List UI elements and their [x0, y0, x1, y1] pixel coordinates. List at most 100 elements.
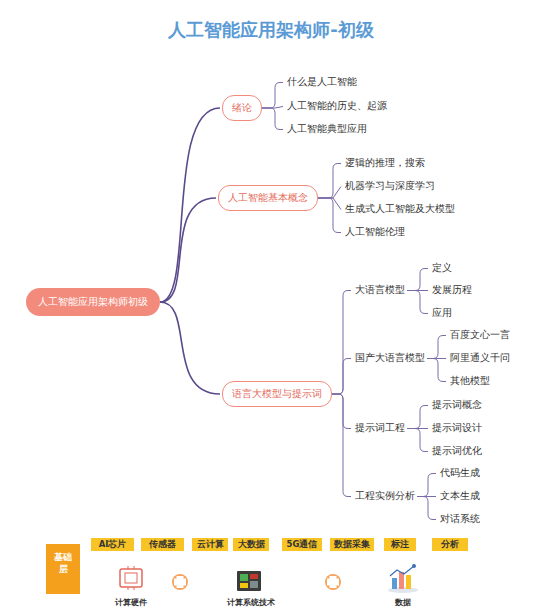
leaf-node: 人工智能伦理 [343, 225, 407, 240]
node-text: 阿里通义千问 [450, 352, 510, 365]
diagram-title: 人工智能应用架构师-初级 [0, 18, 542, 42]
layer-tag: 5G通信 [282, 538, 322, 551]
node-text: 定义 [432, 262, 452, 275]
branch-connector [427, 359, 446, 382]
layer-tag: AI芯片 [91, 538, 134, 551]
layer-tag: 分析 [432, 538, 468, 551]
branch-connector [160, 198, 216, 302]
node-text: 提示词工程 [355, 422, 405, 435]
node-text: 人工智能伦理 [345, 226, 405, 239]
board-icon [237, 571, 261, 591]
node-text: 发展历程 [432, 284, 472, 297]
node-text: 云计算 [195, 539, 225, 550]
branch-connector [417, 474, 436, 497]
layer-box: 基础层 [46, 544, 80, 594]
node-text: 大语言模型 [355, 284, 405, 297]
leaf-node: 生成式人工智能及大模型 [343, 202, 457, 217]
layer-tag: 传感器 [141, 538, 184, 551]
branch-connector [407, 291, 428, 314]
leaf-node: 什么是人工智能 [285, 75, 359, 90]
icon-label: 计算硬件 [115, 597, 147, 608]
plus-icon [172, 574, 188, 590]
node-text: AI芯片 [94, 539, 131, 550]
leaf-node: 代码生成 [438, 466, 482, 481]
node-text: 代码生成 [440, 467, 480, 480]
node-text: 绪论 [232, 101, 252, 115]
node-text: 人工智能典型应用 [287, 123, 367, 136]
leaf-node: 机器学习与深度学习 [343, 179, 437, 194]
node-text: 机器学习与深度学习 [345, 180, 435, 193]
branch-connector [262, 108, 283, 130]
branch-node: 人工智能基本概念 [218, 185, 318, 211]
branch-connector [332, 359, 351, 395]
leaf-node: 逻辑的推理，搜索 [343, 156, 427, 171]
node-text: 对话系统 [440, 513, 480, 526]
leaf-node: 对话系统 [438, 512, 482, 527]
node-text: 国产大语言模型 [355, 352, 425, 365]
leaf-node: 阿里通义千问 [448, 351, 512, 366]
branch-connector [318, 198, 341, 210]
leaf-node: 人工智能的历史、起源 [285, 99, 389, 114]
node-text: 工程实例分析 [355, 490, 415, 503]
node-text: 生成式人工智能及大模型 [345, 203, 455, 216]
branch-connector [262, 83, 283, 109]
branch-connector [332, 291, 351, 395]
leaf-node: 工程实例分析 [353, 489, 417, 504]
branch-connector [407, 429, 428, 452]
plus-icon [325, 574, 341, 590]
node-text: 其他模型 [450, 375, 490, 388]
node-text: 人工智能应用架构师初级 [38, 295, 148, 309]
layer-tag: 大数据 [233, 538, 269, 551]
node-text: 基础层 [52, 552, 74, 575]
node-text: 数据采集 [333, 539, 371, 550]
branch-node: 语言大模型与提示词 [222, 381, 332, 407]
branch-connector [332, 394, 351, 497]
node-text: 提示词优化 [432, 445, 482, 458]
branch-connector [332, 394, 351, 429]
leaf-node: 人工智能典型应用 [285, 122, 369, 137]
root-node: 人工智能应用架构师初级 [26, 288, 160, 316]
node-text: 文本生成 [440, 490, 480, 503]
branch-connector [407, 269, 428, 291]
branch-connector [160, 302, 220, 394]
data-icon [388, 564, 418, 593]
layer-tag: 云计算 [192, 538, 228, 551]
layer-tag: 数据采集 [330, 538, 374, 551]
branch-node: 绪论 [222, 95, 262, 121]
node-text: 分析 [435, 539, 465, 550]
branch-connector [318, 198, 341, 233]
branch-connector [417, 497, 436, 520]
node-text: 5G通信 [285, 539, 319, 550]
leaf-node: 发展历程 [430, 283, 474, 298]
leaf-node: 国产大语言模型 [353, 351, 427, 366]
leaf-node: 文本生成 [438, 489, 482, 504]
node-text: 什么是人工智能 [287, 76, 357, 89]
node-text: 标注 [387, 539, 413, 550]
node-text: 人工智能的历史、起源 [287, 100, 387, 113]
leaf-node: 大语言模型 [353, 283, 407, 298]
leaf-node: 百度文心一言 [448, 328, 512, 343]
branch-connector [318, 187, 341, 199]
node-text: 应用 [432, 307, 452, 320]
branch-connector [160, 108, 220, 302]
leaf-node: 应用 [430, 306, 454, 321]
leaf-node: 提示词工程 [353, 421, 407, 436]
branch-connector [427, 336, 446, 359]
node-text: 提示词设计 [432, 422, 482, 435]
node-text: 人工智能基本概念 [228, 191, 308, 205]
leaf-node: 定义 [430, 261, 454, 276]
icon-label: 数据 [395, 597, 411, 608]
icon-label: 计算系统技术 [227, 597, 275, 608]
branch-connector [318, 164, 341, 199]
node-text: 大数据 [236, 539, 266, 550]
leaf-node: 其他模型 [448, 374, 492, 389]
node-text: 提示词概念 [432, 399, 482, 412]
leaf-node: 提示词设计 [430, 421, 484, 436]
leaf-node: 提示词概念 [430, 398, 484, 413]
leaf-node: 提示词优化 [430, 444, 484, 459]
node-text: 语言大模型与提示词 [232, 387, 322, 401]
hardware-icon [120, 566, 142, 590]
node-text: 百度文心一言 [450, 329, 510, 342]
node-text: 传感器 [144, 539, 181, 550]
branch-connector [407, 406, 428, 429]
